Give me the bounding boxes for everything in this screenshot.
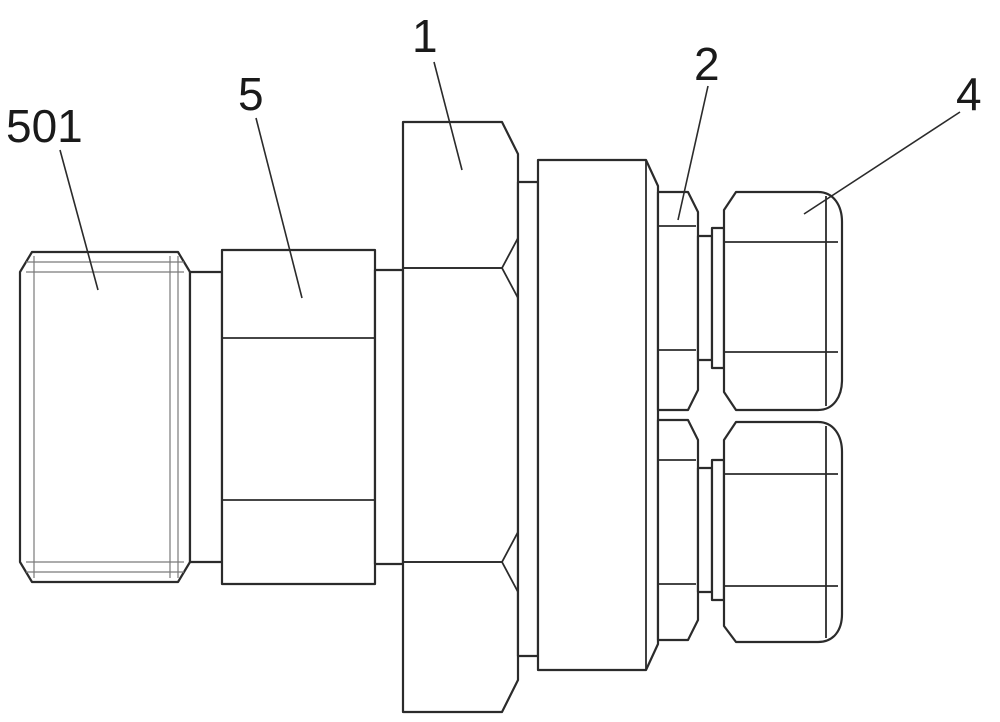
compression-nut-4-lower (724, 422, 842, 642)
callout-1: 1 (412, 10, 438, 62)
small-nut-2-lower (658, 420, 698, 640)
hex-body-5 (222, 250, 403, 584)
small-nut-2-upper (658, 192, 698, 410)
flange-plate (538, 160, 658, 670)
compression-nut-4-upper (724, 192, 842, 410)
leader-line-4 (804, 112, 960, 214)
ring-lower (698, 460, 724, 600)
ring-upper (698, 228, 724, 368)
callout-2: 2 (694, 38, 720, 90)
callout-5: 5 (238, 68, 264, 120)
callout-4: 4 (956, 68, 982, 120)
threaded-end-501 (20, 252, 222, 582)
callout-501: 501 (6, 100, 83, 152)
large-hex-nut-1 (403, 122, 538, 712)
